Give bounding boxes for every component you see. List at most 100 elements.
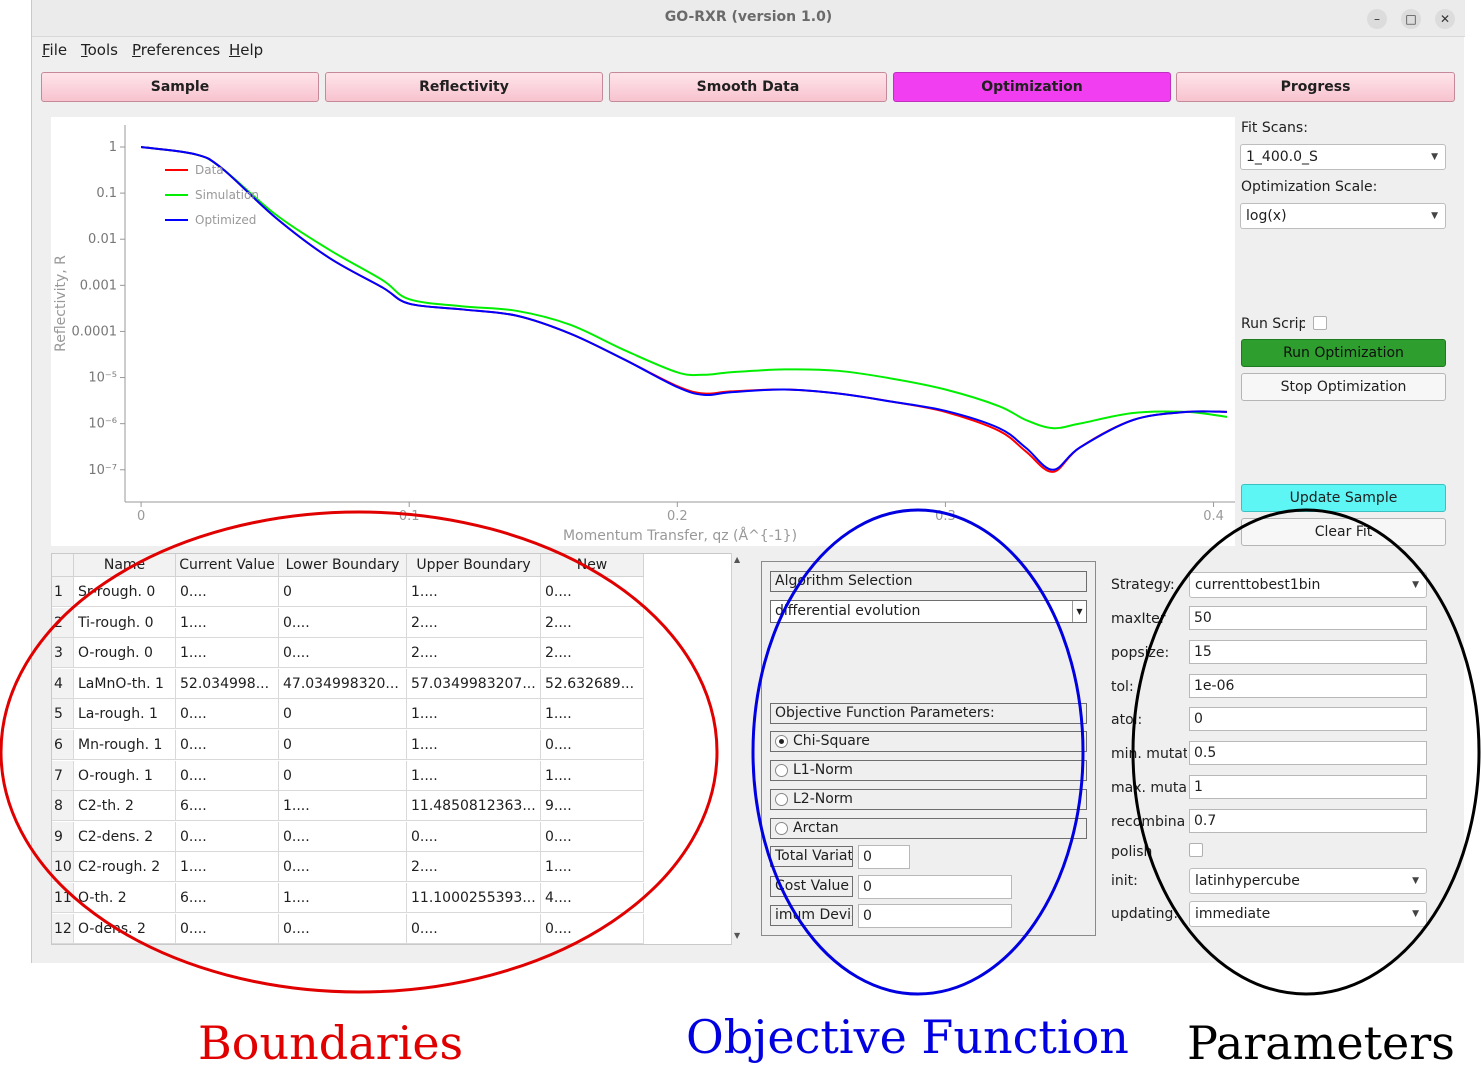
run-optimization-button[interactable]: Run Optimization [1241,339,1446,367]
strategy-select[interactable]: currenttobest1bin ▼ [1189,572,1427,598]
table-cell[interactable]: 0.... [279,607,407,638]
max-mutation-field[interactable]: 1 [1189,775,1427,799]
table-cell[interactable]: 6.... [176,883,279,913]
maximize-icon[interactable]: □ [1401,9,1421,29]
row-number[interactable]: 2 [52,607,74,638]
total-variation-field[interactable]: 0 [858,845,910,869]
row-number[interactable]: 12 [52,913,74,944]
table-cell[interactable]: 1.... [407,699,541,730]
row-number[interactable]: 1 [52,577,74,607]
scroll-up-icon[interactable]: ▲ [734,555,741,564]
table-cell[interactable]: 0 [279,699,407,730]
l1-norm-radio[interactable] [775,764,788,777]
table-cell[interactable]: 1.... [176,607,279,638]
minimize-icon[interactable]: – [1367,9,1387,29]
table-cell[interactable]: La-rough. 1 [74,699,176,730]
row-number[interactable]: 9 [52,821,74,852]
table-cell[interactable]: Mn-rough. 1 [74,730,176,760]
table-cell[interactable]: 0.... [541,577,644,607]
table-cell[interactable]: 9.... [541,791,644,822]
run-script-checkbox[interactable] [1313,316,1327,330]
table-cell[interactable]: LaMnO-th. 1 [74,668,176,699]
clear-fit-button[interactable]: Clear Fit [1241,518,1446,546]
table-cell[interactable]: 47.034998320... [279,668,407,699]
table-cell[interactable]: Ti-rough. 0 [74,607,176,638]
cost-value-field[interactable]: 0 [858,875,1012,899]
table-cell[interactable]: 52.632689... [541,668,644,699]
table-cell[interactable]: C2-dens. 2 [74,821,176,852]
table-cell[interactable]: C2-rough. 2 [74,852,176,883]
tab-smooth-data[interactable]: Smooth Data [609,72,887,102]
table-cell[interactable]: 11.4850812363... [407,791,541,822]
fit-scans-select[interactable]: 1_400.0_S ▼ [1240,144,1446,170]
recombination-field[interactable]: 0.7 [1189,809,1427,833]
table-cell[interactable]: 0.... [176,577,279,607]
row-number[interactable]: 4 [52,668,74,699]
table-header[interactable]: Upper Boundary [407,554,541,577]
menu-help[interactable]: Help [229,41,264,59]
table-scrollbar[interactable]: ▲ ▼ [731,553,745,945]
table-cell[interactable]: 1.... [176,638,279,669]
table-cell[interactable]: 0.... [176,821,279,852]
table-cell[interactable]: 0.... [407,821,541,852]
table-cell[interactable]: 1.... [176,852,279,883]
min-mutation-field[interactable]: 0.5 [1189,741,1427,765]
table-cell[interactable]: 0 [279,730,407,760]
table-cell[interactable]: 0.... [279,821,407,852]
row-number[interactable]: 7 [52,760,74,791]
table-cell[interactable]: 0.... [407,913,541,944]
table-cell[interactable]: 2.... [541,607,644,638]
table-cell[interactable]: 0 [279,760,407,791]
scroll-down-icon[interactable]: ▼ [734,931,741,940]
algorithm-select[interactable]: differential evolution ▼ [770,600,1087,623]
l2-norm-option[interactable]: L2-Norm [770,789,1087,810]
close-icon[interactable]: ✕ [1435,9,1455,29]
arctan-option[interactable]: Arctan [770,818,1087,839]
table-cell[interactable]: 52.034998... [176,668,279,699]
tol-field[interactable]: 1e-06 [1189,674,1427,698]
table-cell[interactable]: 2.... [407,638,541,669]
tab-sample[interactable]: Sample [41,72,319,102]
atol-field[interactable]: 0 [1189,707,1427,731]
table-cell[interactable]: 0.... [541,821,644,852]
row-number[interactable]: 10 [52,852,74,883]
l2-norm-radio[interactable] [775,793,788,806]
table-cell[interactable]: 2.... [407,607,541,638]
table-cell[interactable]: 57.0349983207... [407,668,541,699]
table-cell[interactable]: 2.... [407,852,541,883]
maxiter-field[interactable]: 50 [1189,606,1427,630]
tab-progress[interactable]: Progress [1176,72,1455,102]
table-cell[interactable]: 1.... [541,852,644,883]
update-sample-button[interactable]: Update Sample [1241,484,1446,512]
table-cell[interactable]: 11.1000255393... [407,883,541,913]
l1-norm-option[interactable]: L1-Norm [770,760,1087,781]
table-cell[interactable]: 1.... [407,577,541,607]
polish-checkbox[interactable] [1189,843,1203,857]
tab-reflectivity[interactable]: Reflectivity [325,72,603,102]
table-cell[interactable]: 0.... [541,730,644,760]
table-cell[interactable]: C2-th. 2 [74,791,176,822]
table-cell[interactable]: 0 [279,577,407,607]
menu-tools[interactable]: Tools [81,41,118,59]
table-cell[interactable]: 1.... [279,791,407,822]
table-cell[interactable]: 0.... [176,913,279,944]
table-cell[interactable]: 1.... [407,760,541,791]
table-cell[interactable]: Sr-rough. 0 [74,577,176,607]
table-cell[interactable]: 2.... [541,638,644,669]
table-cell[interactable]: 1.... [407,730,541,760]
table-cell[interactable]: O-dens. 2 [74,913,176,944]
table-cell[interactable]: 0.... [279,913,407,944]
table-cell[interactable]: 1.... [541,699,644,730]
table-cell[interactable]: O-th. 2 [74,883,176,913]
table-header[interactable]: Name [74,554,176,577]
table-cell[interactable]: 0.... [279,852,407,883]
row-number[interactable]: 5 [52,699,74,730]
opt-scale-select[interactable]: log(x) ▼ [1240,203,1446,229]
table-cell[interactable]: 0.... [176,760,279,791]
table-header[interactable]: Current Value [176,554,279,577]
chi-square-radio[interactable] [775,735,788,748]
row-number[interactable]: 11 [52,883,74,913]
updating-select[interactable]: immediate ▼ [1189,901,1427,927]
table-cell[interactable]: 0.... [176,699,279,730]
